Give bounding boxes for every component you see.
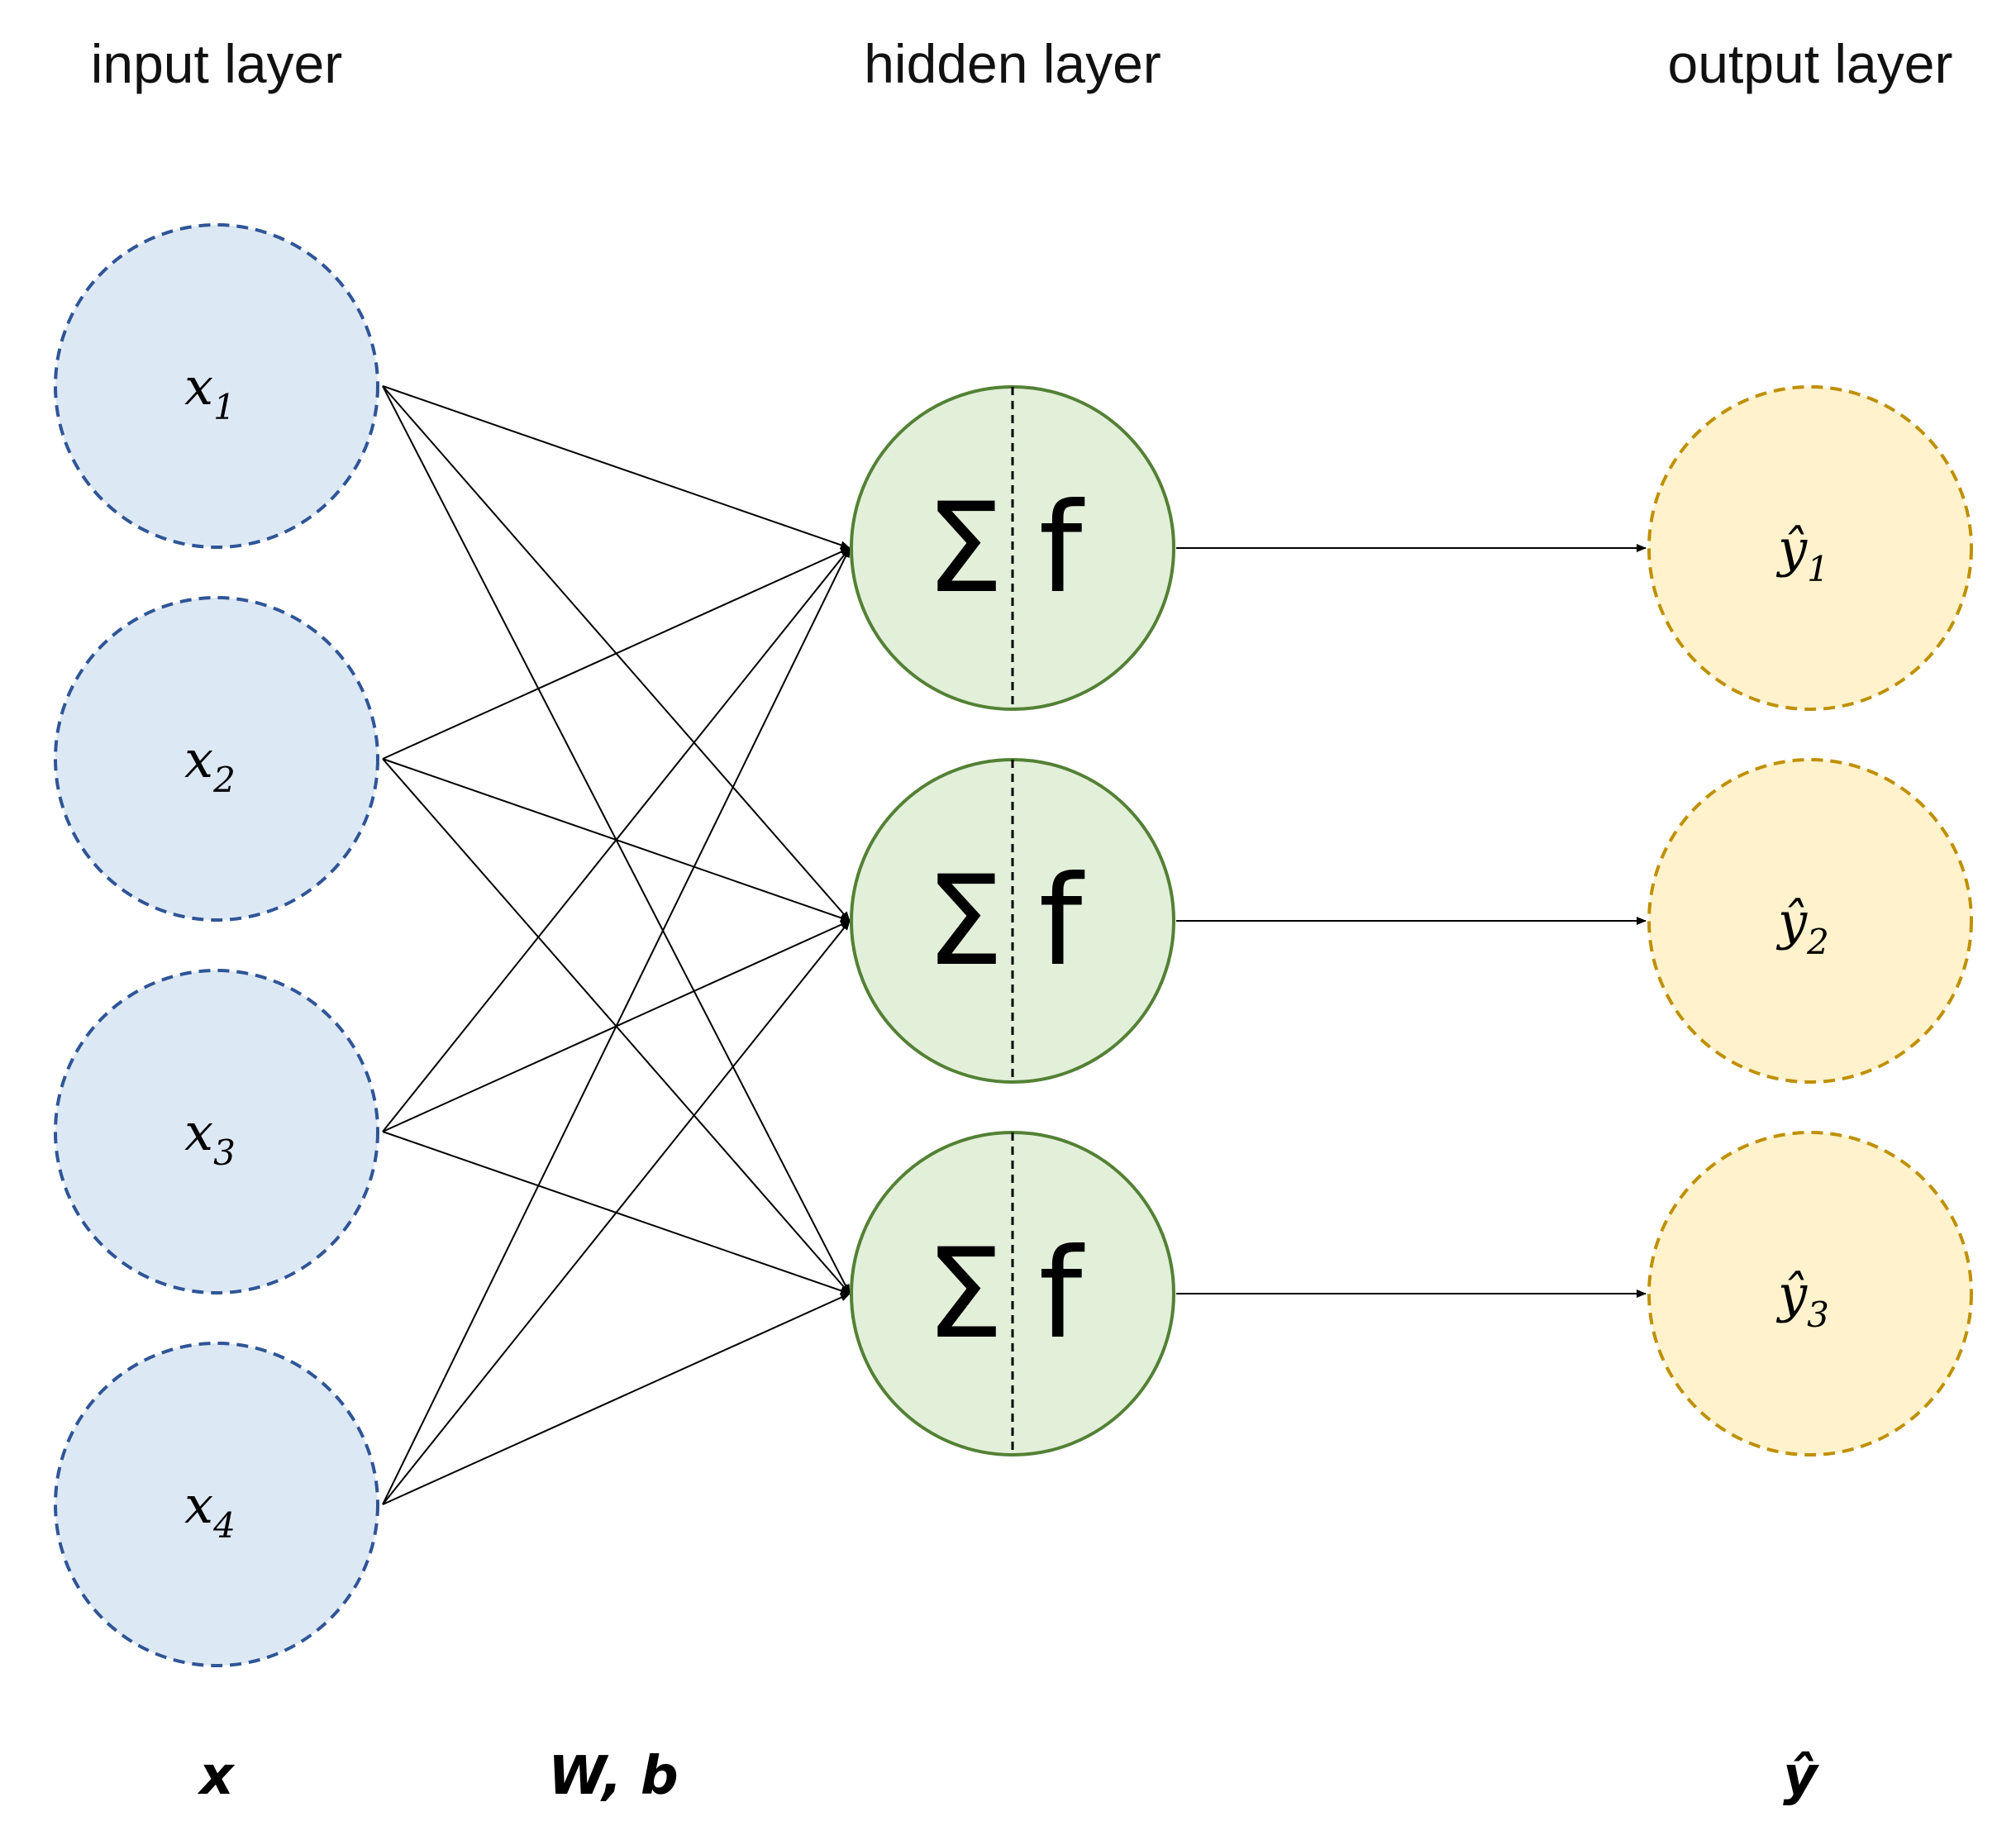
activation-function-symbol: f (1039, 1223, 1085, 1366)
input-node-label: x1 (184, 356, 236, 427)
edge-x3-h1 (382, 547, 851, 1132)
weights-bias-label: W, b (548, 1746, 678, 1807)
input-layer-title: input layer (91, 33, 343, 94)
input-node-x4: x4 (54, 1342, 379, 1667)
edge-x1-h1 (382, 385, 851, 550)
input-vector-label: x (197, 1746, 235, 1807)
input-node-circle (54, 223, 379, 549)
input-node-circle (54, 596, 379, 922)
output-node-label: ŷ3 (1775, 1264, 1829, 1335)
input-layer: x1 x2 x3 x4 (54, 223, 379, 1667)
output-node-circle (1647, 758, 1973, 1084)
output-node-label: ŷ2 (1775, 891, 1829, 962)
edge-x2-h1 (382, 547, 851, 760)
output-node-y1: ŷ1 (1647, 385, 1973, 711)
hidden-layer-title: hidden layer (864, 33, 1161, 94)
activation-function-symbol: f (1039, 477, 1085, 621)
input-node-label: x2 (184, 729, 236, 800)
connection-edges (382, 385, 1647, 1505)
output-node-y2: ŷ2 (1647, 758, 1973, 1084)
input-node-circle (54, 1342, 379, 1667)
output-node-circle (1647, 385, 1973, 711)
input-node-x1: x1 (54, 223, 379, 549)
output-node-label: ŷ1 (1775, 518, 1829, 589)
input-node-x2: x2 (54, 596, 379, 922)
edge-x4-h1 (382, 547, 851, 1505)
output-node-y3: ŷ3 (1647, 1131, 1973, 1456)
output-layer-title: output layer (1668, 33, 1953, 94)
input-node-x3: x3 (54, 969, 379, 1294)
input-node-label: x4 (184, 1475, 236, 1546)
edge-x4-h2 (382, 920, 851, 1505)
output-node-circle (1647, 1131, 1973, 1456)
activation-function-symbol: f (1039, 850, 1085, 994)
summation-symbol: Σ (926, 477, 1004, 621)
input-node-circle (54, 969, 379, 1294)
edge-x4-h3 (382, 1293, 851, 1505)
summation-symbol: Σ (926, 850, 1004, 994)
output-vector-label: ŷ (1783, 1746, 1819, 1807)
input-node-label: x3 (184, 1102, 236, 1173)
output-layer: ŷ1 ŷ2 ŷ3 (1647, 385, 1973, 1456)
summation-symbol: Σ (926, 1223, 1004, 1366)
